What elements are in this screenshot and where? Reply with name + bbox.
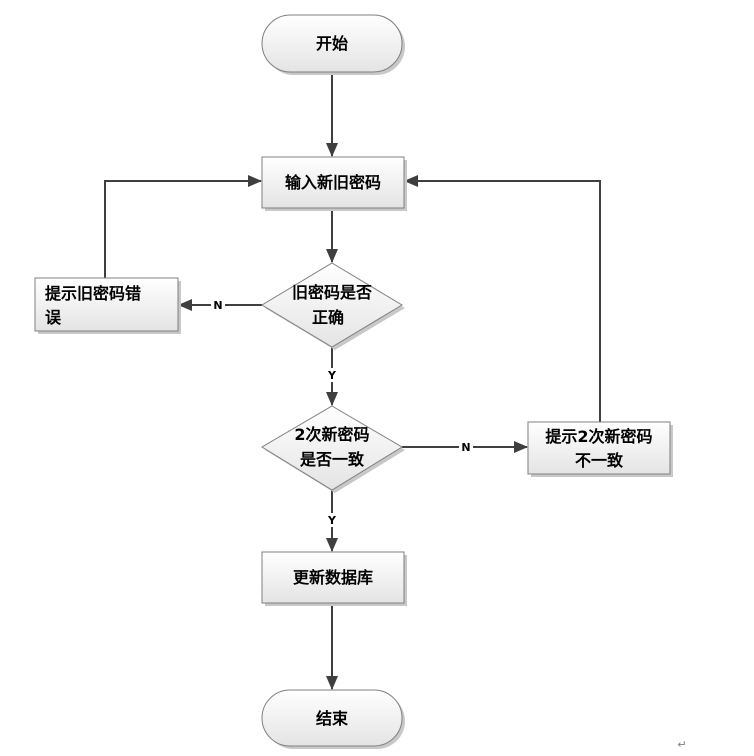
edge-label-check-old-no: N: [211, 298, 225, 312]
update-database-node: 更新数据库: [261, 551, 407, 606]
edge-label-check-old-yes: Y: [325, 368, 339, 382]
end-node: 结束: [261, 689, 405, 749]
check-new-passwords-line-1: 2次新密码: [294, 425, 369, 444]
check-new-passwords-line-2: 是否一致: [299, 450, 365, 469]
old-password-error-line-1: 提示旧密码错: [45, 284, 141, 303]
edge-label-text: N: [461, 441, 470, 454]
old-password-error-node: 提示旧密码错 误: [34, 277, 181, 334]
edge-label-text: Y: [327, 369, 337, 382]
start-node-label: 开始: [316, 34, 348, 53]
new-password-mismatch-line-1: 提示2次新密码: [545, 427, 652, 446]
end-node-label: 结束: [315, 709, 349, 728]
old-password-error-line-2: 误: [45, 308, 62, 327]
check-old-password-line-2: 正确: [312, 308, 344, 327]
check-new-passwords-decision: 2次新密码 是否一致: [261, 405, 405, 493]
edge-label-check-new-no: N: [459, 440, 473, 454]
input-passwords-node: 输入新旧密码: [261, 156, 407, 211]
paragraph-mark-icon: ↵: [677, 738, 686, 751]
edge-label-text: Y: [327, 514, 337, 527]
edge-label-text: N: [213, 299, 222, 312]
check-old-password-decision: 旧密码是否 正确: [261, 262, 405, 350]
input-passwords-label: 输入新旧密码: [285, 173, 381, 192]
connector-old-error-loop: [104, 175, 262, 278]
check-old-password-line-1: 旧密码是否: [292, 283, 372, 302]
edge-label-check-new-yes: Y: [325, 513, 339, 527]
start-node: 开始: [261, 14, 405, 75]
update-database-label: 更新数据库: [293, 568, 373, 587]
new-password-mismatch-line-2: 不一致: [575, 451, 624, 470]
connector-new-error-loop: [404, 175, 601, 422]
new-password-mismatch-node: 提示2次新密码 不一致: [527, 421, 673, 477]
